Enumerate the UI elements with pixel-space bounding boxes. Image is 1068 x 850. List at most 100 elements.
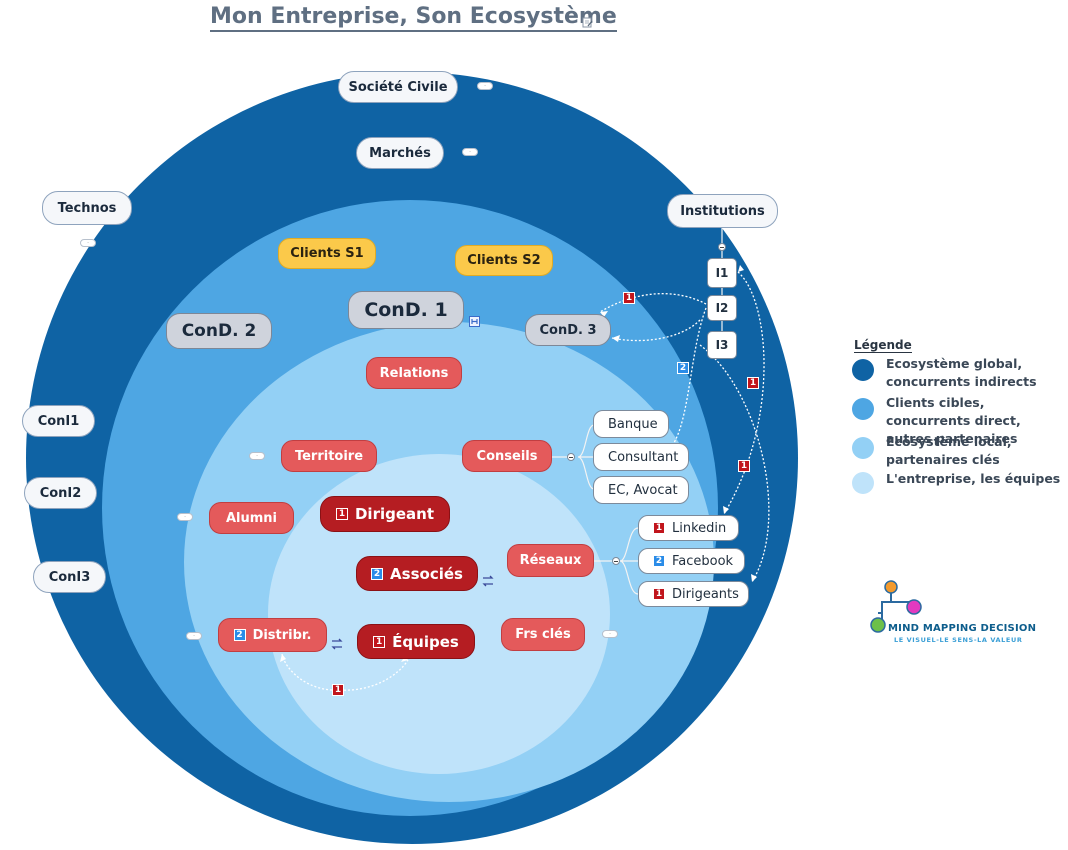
legend-swatch <box>852 359 874 381</box>
node-dirigeant[interactable]: 1 Dirigeant <box>320 496 450 532</box>
node-label: Marchés <box>369 145 431 161</box>
priority-badge: 2 <box>233 629 246 641</box>
legend-label: L'entreprise, les équipes <box>886 471 1061 486</box>
priority-badge: 1 <box>653 588 665 600</box>
swap-arrows-icon <box>331 638 343 650</box>
node-coni3[interactable]: ConI3 <box>33 561 106 593</box>
collapsed-indicator[interactable]: · <box>186 632 202 640</box>
collapsed-indicator[interactable]: · <box>80 239 96 247</box>
node-distribr[interactable]: 2 Distribr. <box>218 618 327 652</box>
node-label: ConD. 3 <box>539 322 597 338</box>
relationship-badge[interactable]: 1 <box>332 684 344 696</box>
node-label: EC, Avocat <box>608 482 678 498</box>
node-label: I1 <box>715 266 729 280</box>
node-label: ConD. 2 <box>181 321 257 341</box>
legend-swatch <box>852 398 874 420</box>
relationship-badge[interactable]: 1 <box>623 292 635 304</box>
node-label: Banque <box>608 416 658 432</box>
collapse-toggle[interactable] <box>567 453 575 461</box>
node-reseaux[interactable]: Réseaux <box>507 544 594 577</box>
collapsed-indicator[interactable]: · <box>462 148 478 156</box>
node-label: I2 <box>715 301 729 315</box>
node-coni2[interactable]: ConI2 <box>24 477 97 509</box>
node-cond3[interactable]: ConD. 3 <box>525 314 611 346</box>
node-relations[interactable]: Relations <box>366 357 462 389</box>
node-label: Société Civile <box>348 79 448 95</box>
node-label: Dirigeant <box>354 505 434 523</box>
node-conseils[interactable]: Conseils <box>462 440 552 472</box>
node-label: Technos <box>57 200 117 216</box>
legend-item: Clients cibles, concurrents direct, autr… <box>852 394 1066 448</box>
node-territoire[interactable]: Territoire <box>281 440 377 472</box>
node-label: Réseaux <box>519 553 582 568</box>
legend-label: Ecosystème global, concurrents indirects <box>886 356 1037 389</box>
priority-badge: 1 <box>335 508 348 520</box>
collapse-toggle[interactable] <box>718 243 726 251</box>
node-label: ConI3 <box>48 569 91 585</box>
node-label: Distribr. <box>252 627 312 643</box>
hyperlink-icon[interactable] <box>469 316 480 327</box>
legend-title: Légende <box>854 338 912 353</box>
collapsed-indicator[interactable]: · <box>249 452 265 460</box>
node-banque[interactable]: Banque <box>593 410 669 438</box>
collapsed-indicator[interactable]: · <box>477 82 493 90</box>
node-marches[interactable]: Marchés <box>356 137 444 169</box>
relationship-badge[interactable]: 2 <box>677 362 689 374</box>
relationship-badge[interactable]: 1 <box>747 377 759 389</box>
legend-item: Ecosystème global, concurrents indirects <box>852 355 1066 391</box>
node-cond1[interactable]: ConD. 1 <box>348 291 464 329</box>
legend-item: L'entreprise, les équipes <box>852 470 1066 494</box>
collapsed-indicator[interactable]: · <box>177 513 193 521</box>
node-dirigeants[interactable]: 1 Dirigeants <box>638 581 749 607</box>
node-facebook[interactable]: 2 Facebook <box>638 548 745 574</box>
node-label: Consultant <box>608 449 679 465</box>
node-associes[interactable]: 2 Associés <box>356 556 478 591</box>
collapse-toggle[interactable] <box>612 557 620 565</box>
mind-mapping-decision-logo <box>870 580 922 633</box>
node-technos[interactable]: Technos <box>42 191 132 225</box>
node-societe-civile[interactable]: Société Civile <box>338 71 458 103</box>
node-label: Facebook <box>672 553 734 569</box>
legend-swatch <box>852 472 874 494</box>
legend-swatch <box>852 437 874 459</box>
node-label: ConD. 1 <box>364 299 448 321</box>
node-ec-avocat[interactable]: EC, Avocat <box>593 476 689 504</box>
relationship-badge[interactable]: 1 <box>738 460 750 472</box>
node-label: Linkedin <box>672 520 727 536</box>
node-label: Territoire <box>294 448 364 464</box>
node-consultant[interactable]: Consultant <box>593 443 689 471</box>
node-label: Relations <box>379 365 449 381</box>
node-label: Associés <box>390 564 463 583</box>
edit-note-icon[interactable] <box>582 17 593 28</box>
priority-badge: 2 <box>653 555 665 567</box>
collapsed-indicator[interactable]: · <box>602 630 618 638</box>
node-institutions[interactable]: Institutions <box>667 194 778 228</box>
node-label: ConI2 <box>39 485 82 501</box>
swap-arrows-icon <box>482 575 494 587</box>
priority-badge: 1 <box>373 635 386 648</box>
legend-item: Ecosystème local, partenaires clés <box>852 433 1066 469</box>
node-label: Clients S2 <box>467 253 541 268</box>
node-label: Équipes <box>392 632 459 651</box>
node-frs-cles[interactable]: Frs clés <box>501 618 585 651</box>
node-i3[interactable]: I3 <box>707 331 737 359</box>
node-clients-s2[interactable]: Clients S2 <box>455 245 553 276</box>
node-label: I3 <box>715 338 729 352</box>
node-alumni[interactable]: Alumni <box>209 502 294 534</box>
node-label: Institutions <box>680 203 765 219</box>
node-i2[interactable]: I2 <box>707 295 737 321</box>
node-clients-s1[interactable]: Clients S1 <box>278 238 376 269</box>
node-coni1[interactable]: ConI1 <box>22 405 95 437</box>
legend-label: Ecosystème local, partenaires clés <box>886 434 1012 467</box>
node-label: Conseils <box>476 448 538 464</box>
node-label: Alumni <box>225 510 278 526</box>
node-cond2[interactable]: ConD. 2 <box>166 313 272 349</box>
node-linkedin[interactable]: 1 Linkedin <box>638 515 739 541</box>
map-title: Mon Entreprise, Son Ecosystème <box>210 4 617 32</box>
node-equipes[interactable]: 1 Équipes <box>357 624 475 659</box>
node-label: Dirigeants <box>672 586 739 602</box>
node-label: Clients S1 <box>290 246 364 261</box>
node-i1[interactable]: I1 <box>707 258 737 288</box>
legend-label: Clients cibles, concurrents direct, autr… <box>886 395 1021 446</box>
